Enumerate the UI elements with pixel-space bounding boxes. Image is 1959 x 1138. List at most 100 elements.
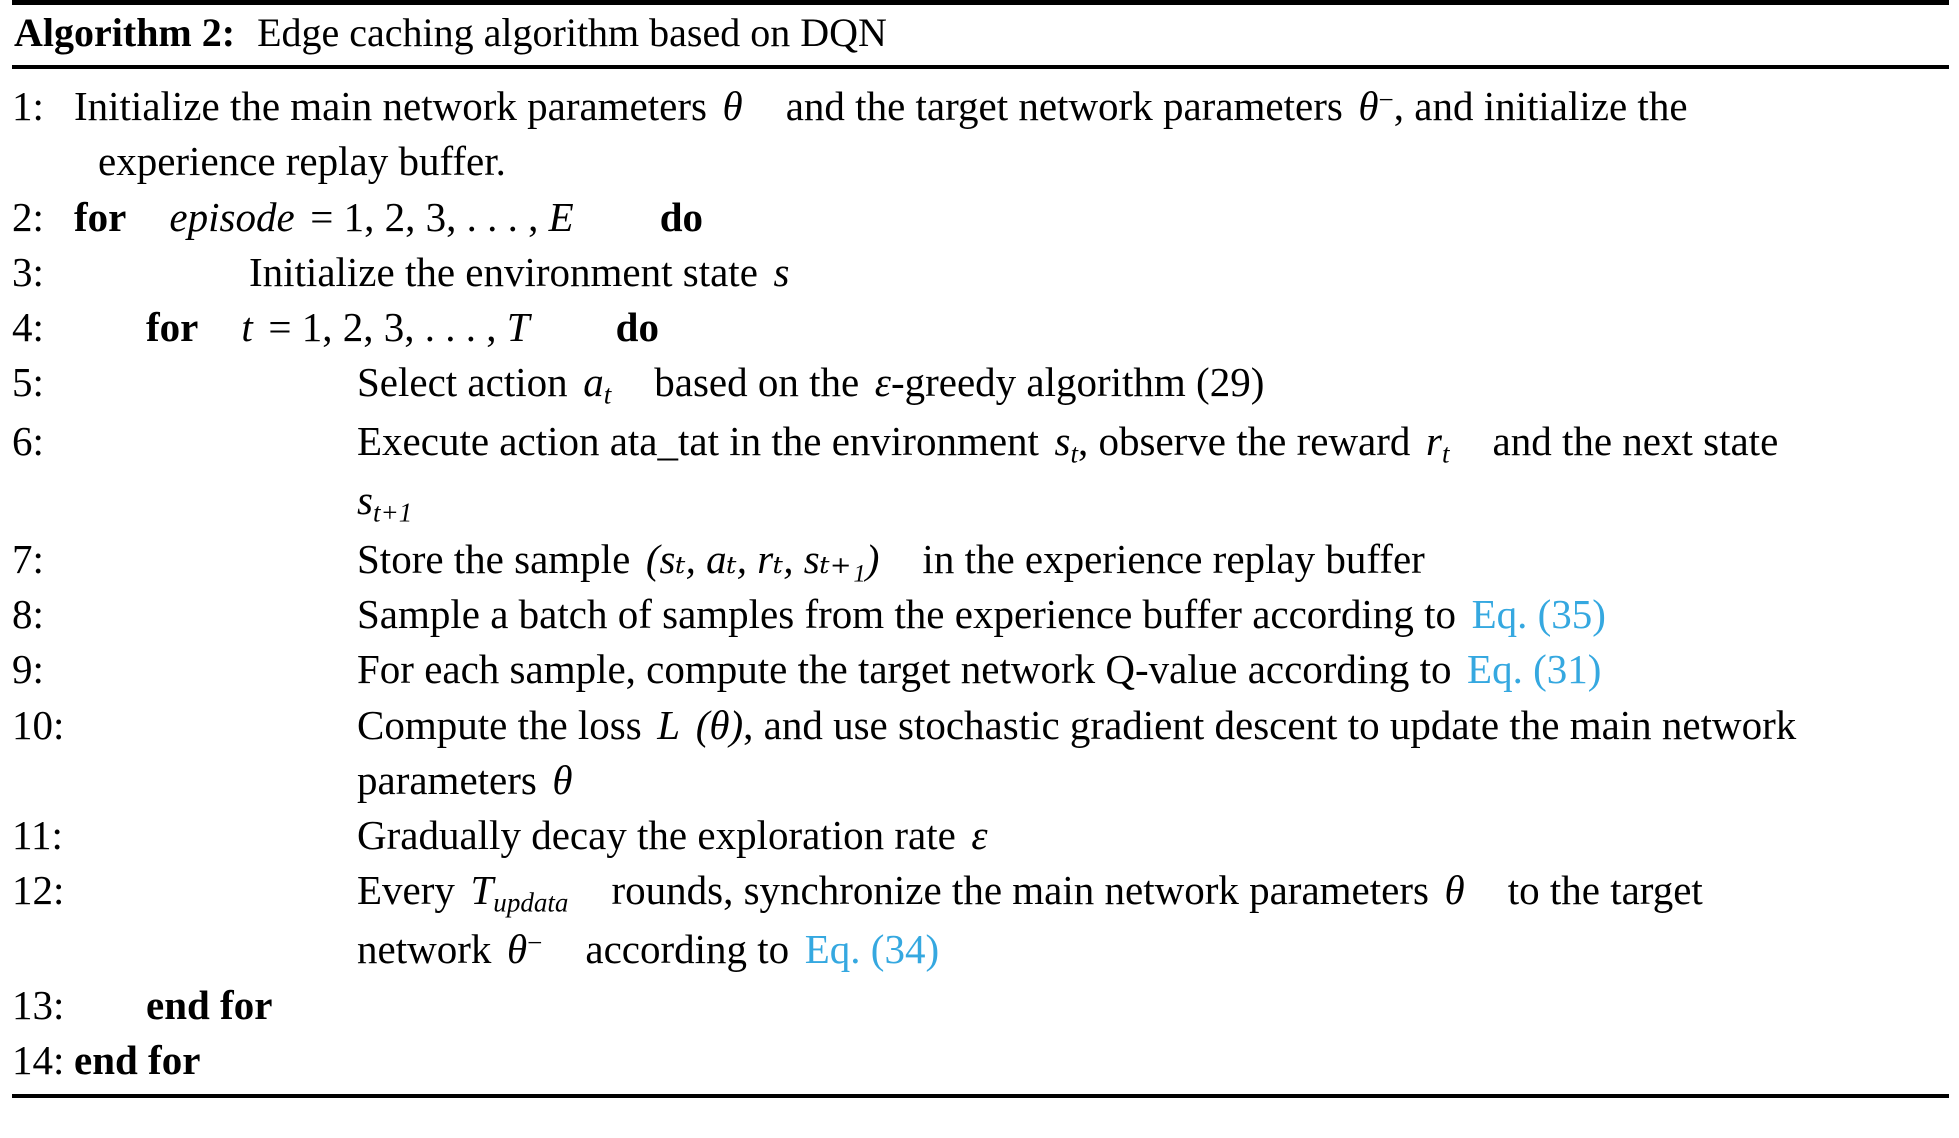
line-text: For each sample, compute the target netw… [357,646,1452,693]
algorithm-label: Algorithm 2: [14,10,236,55]
line-number: 8: [12,590,44,637]
algorithm-line: 9: For each sample, compute the target n… [12,642,1949,697]
line-text: and the target network parameters [785,83,1343,129]
algorithm-line: 7: Store the sample (sₜ, aₜ, rₜ, sₜ₊₁) in … [12,532,1949,587]
keyword-do: do [615,304,659,351]
line-text: network [357,926,492,973]
line-text: and the next state [1492,418,1779,465]
update-period-symbol: T [470,867,494,914]
algorithm-line: 13: end for [12,978,1949,1033]
theta-symbol: θ [1358,83,1379,129]
algorithm-line: 14: end for [12,1033,1949,1088]
line-continuation: experience replay buffer. [98,138,506,185]
line-number: 7: [12,535,44,582]
next-state-subscript: t+1 [372,497,413,528]
line-text: , and initialize the [1393,83,1688,129]
algorithm-line: 1: Initialize the main network parameter… [12,79,1949,134]
line-content: end for [146,979,1949,1032]
minus-superscript: − [1378,84,1394,115]
line-text: based on the [654,359,860,406]
caption-rule [12,65,1949,69]
bottom-rule [12,1094,1949,1099]
line-content: end for [74,1034,1949,1087]
line-text: Execute action ata_tat in the environmen… [357,418,1039,465]
algorithm-block: Algorithm 2:Edge caching algorithm based… [12,0,1949,1099]
reward-symbol: r [1425,418,1442,465]
keyword-for: for [146,304,199,351]
algorithm-caption: Algorithm 2:Edge caching algorithm based… [12,5,1949,65]
line-number: 1: [12,83,44,129]
next-state-symbol: s [357,476,373,523]
loop-variable: t [241,304,253,351]
line-number: 5: [12,359,44,406]
keyword-end-for: end for [74,1036,201,1083]
minus-superscript: − [527,927,543,958]
line-text: , observe the reward [1078,418,1411,465]
line-text: Store the sample [357,535,631,582]
loop-range: = 1, 2, 3, . . . , [310,193,549,240]
equation-reference-link[interactable]: Eq. (34) [804,926,940,973]
state-subscript: t [1070,438,1078,469]
algorithm-body: 1: Initialize the main network parameter… [12,69,1949,1094]
line-text: -greedy algorithm (29) [890,359,1265,406]
theta-symbol: θ [552,756,573,803]
line-number: 2: [12,193,44,240]
state-symbol: s [1054,418,1071,465]
algorithm-line: 8: Sample a batch of samples from the ex… [12,587,1949,642]
equation-reference-link[interactable]: Eq. (35) [1471,590,1606,637]
line-text: Select action [357,359,568,406]
line-content: For each sample, compute the target netw… [357,643,1949,696]
line-text: according to [585,926,790,973]
reward-subscript: t [1441,438,1450,469]
epsilon-symbol: ε [874,359,891,406]
line-text: to the target [1507,867,1703,914]
line-continuation: network θ− according to Eq. (34) [357,922,1949,977]
line-content: Sample a batch of samples from the exper… [357,588,1949,641]
line-number: 12: [12,867,65,914]
line-text: in the experience replay buffer [922,535,1425,582]
line-content: Compute the loss L (θ), and use stochastic… [357,699,1949,752]
line-number: 10: [12,701,65,748]
loss-symbol: L [657,701,681,748]
line-text: Gradually decay the exploration rate [357,812,956,859]
line-continuation: parameters θ [357,753,1949,808]
keyword-end-for: end for [146,981,273,1028]
algorithm-line: 10: Compute the loss L (θ), and use stocha… [12,698,1949,753]
line-text: parameters [357,756,537,803]
equation-reference-link[interactable]: Eq. (31) [1467,646,1602,693]
line-text: Sample a batch of samples from the exper… [357,590,1456,637]
loop-limit: T [506,304,530,351]
loss-argument: (θ) [695,701,744,748]
action-subscript: t [603,380,612,411]
state-symbol: s [773,248,790,295]
transition-tuple: (sₜ, aₜ, rₜ, sₜ₊₁) [645,535,880,582]
line-number: 9: [12,646,44,693]
line-text: Compute the loss [357,701,642,748]
line-number: 3: [12,248,44,295]
line-content: Execute action ata_tat in the environmen… [357,415,1949,472]
line-number: 11: [12,812,63,859]
loop-range: = 1, 2, 3, . . . , [268,304,507,351]
loop-limit: E [548,193,574,240]
line-content: Store the sample (sₜ, aₜ, rₜ, sₜ₊₁) in the… [357,533,1949,586]
top-rule [12,0,1949,5]
theta-symbol: θ [506,926,528,973]
update-period-subscript: updata [493,888,569,919]
keyword-do: do [659,193,704,240]
line-number: 13: [12,981,65,1028]
line-text: , and use stochastic gradient descent to… [743,701,1797,748]
loop-variable: episode [169,193,295,240]
algorithm-line: 6: Execute action ata_tat in the environ… [12,414,1949,473]
